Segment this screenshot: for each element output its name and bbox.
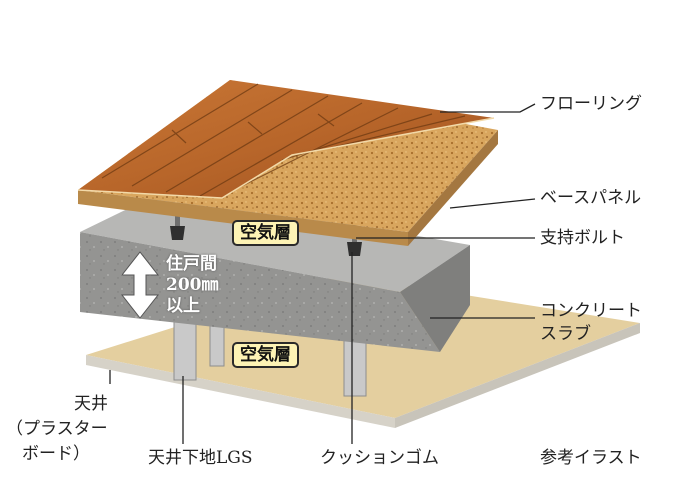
label-ceiling-line1: 天井	[74, 394, 108, 415]
label-reference-illustration: 参考イラスト	[540, 448, 642, 469]
label-support-bolt: 支持ボルト	[540, 228, 625, 249]
label-ceiling-lgs: 天井下地LGS	[148, 448, 253, 469]
floor-gap-line3: 以上	[166, 296, 200, 317]
label-concrete-slab-line2: スラブ	[540, 324, 591, 345]
air-layer-upper-badge: 空気層	[232, 220, 299, 246]
label-base-panel: ベースパネル	[540, 188, 641, 209]
label-concrete-slab-line1: コンクリート	[540, 301, 642, 322]
floor-gap-line1: 住戸間	[166, 254, 217, 275]
air-layer-lower-badge: 空気層	[232, 342, 299, 368]
floor-gap-line2: 200㎜	[166, 275, 219, 296]
label-ceiling-line3: ボード）	[22, 444, 90, 465]
label-cushion-rubber: クッションゴム	[320, 448, 439, 469]
label-ceiling-line2: （プラスター	[6, 419, 108, 440]
label-flooring: フローリング	[540, 94, 642, 115]
